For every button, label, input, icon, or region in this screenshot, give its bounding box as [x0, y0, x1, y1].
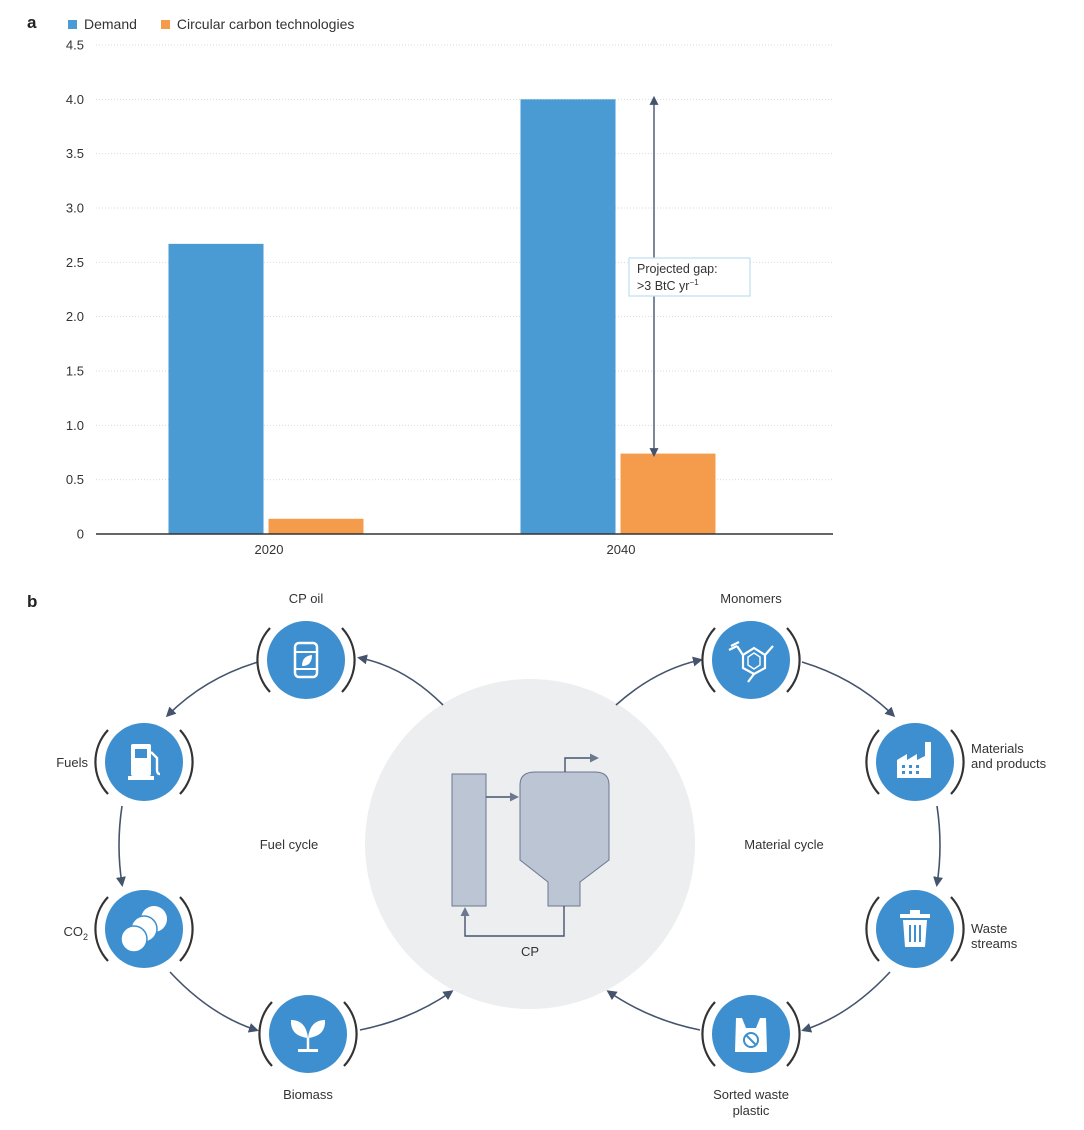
x-tick-label: 2020: [255, 542, 284, 557]
arrow-biomass-to-cp: [359, 990, 454, 1031]
plant-icon: [290, 1020, 326, 1052]
x-axis-ticks: 2020 2040: [255, 542, 636, 557]
node-materials: [865, 723, 965, 801]
label-sorted-line2: plastic: [733, 1103, 770, 1118]
label-cp-oil: CP oil: [289, 591, 324, 606]
arrow-waste-to-sorted: [801, 971, 891, 1033]
legend-label-circular: Circular carbon technologies: [176, 16, 355, 32]
y-tick-label: 0: [77, 527, 84, 542]
bar-demand-2020: [168, 243, 264, 535]
y-tick-label: 0.5: [66, 472, 84, 487]
legend-label-demand: Demand: [84, 16, 137, 32]
arrow-cp-to-cpoil: [357, 654, 444, 706]
trash-bin-icon: [900, 910, 930, 947]
label-fuels: Fuels: [56, 755, 88, 770]
cycle-diagram: CP Fuel cycle Material cycle CP oil: [56, 591, 1047, 1118]
material-cycle-label: Material cycle: [744, 837, 823, 852]
cp-outlet-arrow: [564, 753, 599, 772]
y-tick-label: 3.0: [66, 201, 84, 216]
bar-chart: 0 0.5 1.0 1.5 2.0 2.5 3.0 3.5 4.0 4.5 2020 2040 Pr…: [66, 38, 833, 557]
y-tick-label: 2.0: [66, 309, 84, 324]
x-tick-label: 2040: [607, 542, 636, 557]
plastic-bag-icon: [735, 1018, 767, 1052]
arrow-cp-to-monomers: [615, 656, 703, 706]
bar-demand-2040: [520, 99, 616, 534]
gap-annotation-line1: Projected gap:: [637, 262, 718, 276]
monomer-molecule-icon: [728, 641, 774, 683]
label-sorted-line1: Sorted waste: [713, 1087, 789, 1102]
label-biomass: Biomass: [283, 1087, 333, 1102]
arrow-materials-to-waste: [933, 805, 944, 887]
arrow-sorted-to-cp: [606, 990, 701, 1031]
y-axis-ticks: 0 0.5 1.0 1.5 2.0 2.5 3.0 3.5 4.0 4.5: [66, 38, 84, 542]
oil-barrel-icon: [293, 641, 319, 679]
legend-item-circular: Circular carbon technologies: [160, 16, 355, 32]
legend-item-demand: Demand: [68, 16, 137, 32]
node-fuels: [94, 723, 194, 801]
y-tick-label: 1.0: [66, 418, 84, 433]
panel-label-a: a: [27, 13, 37, 32]
node-waste: [865, 890, 965, 968]
y-tick-label: 3.5: [66, 146, 84, 161]
y-tick-label: 1.5: [66, 364, 84, 379]
panel-label-b: b: [27, 592, 38, 611]
node-cp-oil: [256, 621, 356, 699]
node-sorted-plastic: [701, 995, 801, 1073]
co2-molecule-icon: [120, 906, 167, 953]
cp-reactor: [519, 771, 610, 907]
label-monomers: Monomers: [720, 591, 782, 606]
bar-circular-2040: [620, 453, 716, 534]
fuel-pump-icon: [128, 744, 161, 780]
y-tick-label: 2.5: [66, 255, 84, 270]
cp-label: CP: [521, 944, 539, 959]
label-co2: CO2: [63, 924, 88, 942]
node-co2: [94, 890, 194, 968]
chart-legend: Demand Circular carbon technologies: [68, 16, 354, 32]
cp-recycle-arrow: [460, 906, 565, 937]
arrow-co2-to-biomass: [169, 971, 259, 1033]
node-monomers: [701, 621, 801, 699]
gap-annotation-line2: >3 BtC yr−1: [637, 278, 699, 293]
label-waste-line2: streams: [971, 936, 1018, 951]
label-waste-line1: Waste: [971, 921, 1007, 936]
fuel-cycle-label: Fuel cycle: [260, 837, 319, 852]
y-tick-label: 4.5: [66, 38, 84, 53]
cp-column: [451, 773, 487, 907]
arrow-cpoil-to-fuels: [165, 661, 259, 718]
bars: [168, 99, 716, 535]
label-materials-line1: Materials: [971, 741, 1024, 756]
bar-circular-2020: [268, 518, 364, 534]
y-tick-label: 4.0: [66, 92, 84, 107]
arrow-fuels-to-co2: [115, 805, 126, 887]
node-biomass: [258, 995, 358, 1073]
legend-swatch-circular: [160, 19, 170, 29]
label-materials-line2: and products: [971, 756, 1047, 771]
factory-icon: [897, 742, 931, 778]
gap-annotation-box: [628, 257, 751, 297]
arrow-monomers-to-materials: [801, 661, 896, 718]
legend-swatch-demand: [68, 19, 77, 29]
